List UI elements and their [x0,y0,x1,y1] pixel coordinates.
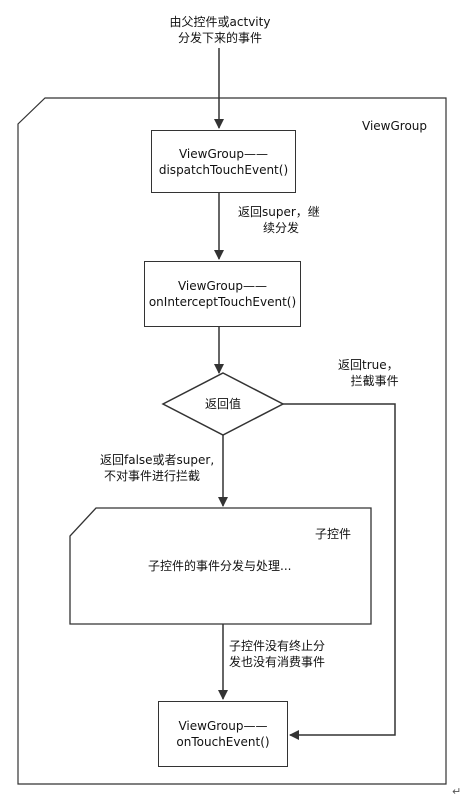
decision-label: 返回值 [204,397,241,411]
child-container-label: 子控件 [315,527,352,541]
dispatch-touch-event-box: ViewGroup—— dispatchTouchEvent() [151,130,296,193]
return-super-label: 返回super，继 续分发 [238,205,320,235]
return-false-label: 返回false或者super, 不对事件进行拦截 [100,453,215,483]
on-touch-event-box: ViewGroup—— onTouchEvent() [158,701,288,767]
arrow-decision-true-path [283,403,396,740]
not-consumed-label: 子控件没有终止分 发也没有消费事件 [229,639,326,669]
viewgroup-container-label: ViewGroup [362,119,428,133]
return-true-label: 返回true， 拦截事件 [338,358,399,388]
paragraph-return-mark: ↵ [452,785,462,798]
child-processing-text: 子控件的事件分发与处理... [148,559,292,573]
viewgroup-container-shape [17,97,447,785]
incoming-event-label: 由父控件或actvity 分发下来的事件 [169,15,271,45]
intercept-touch-event-box: ViewGroup—— onInterceptTouchEvent() [144,261,301,327]
child-container-shape [69,507,372,625]
